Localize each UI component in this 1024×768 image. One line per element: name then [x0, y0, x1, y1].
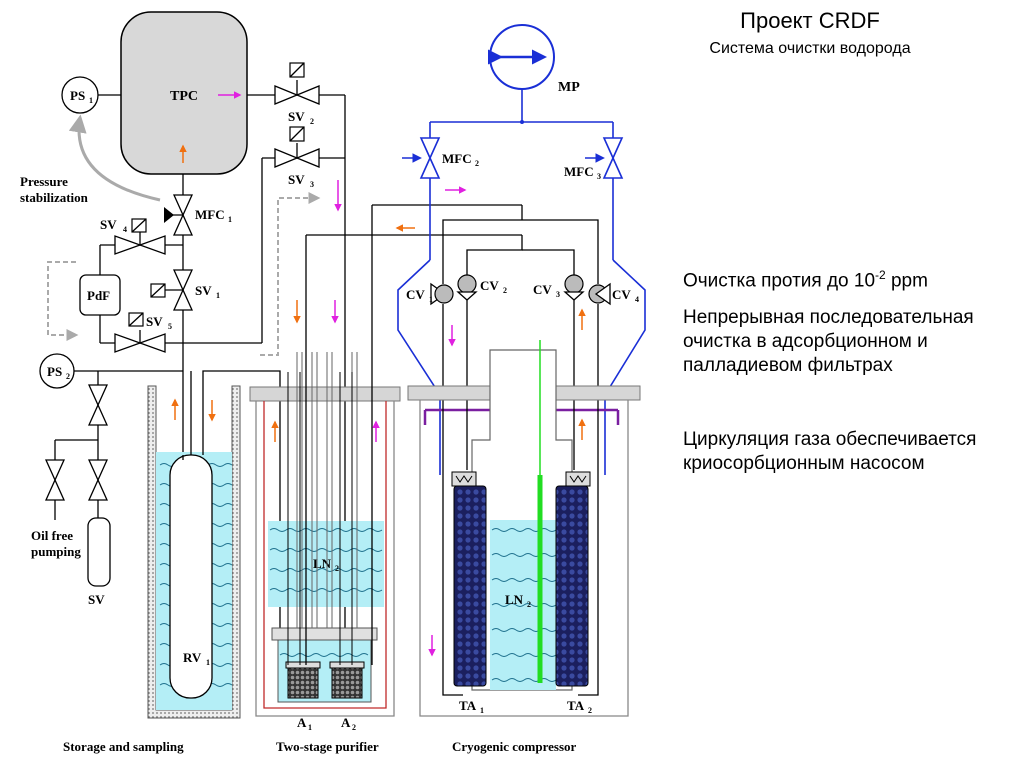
a2-label: A [341, 715, 351, 730]
slide-title: Проект CRDF [740, 8, 880, 33]
ps2-sub: 2 [66, 372, 70, 381]
sv-label: SV [88, 592, 105, 607]
tpc-vessel [120, 11, 248, 175]
ta1-label: TA [459, 698, 477, 713]
mfc2-valve [419, 137, 441, 179]
cv3-sub: 3 [556, 290, 560, 299]
a1-sub: 1 [308, 723, 312, 732]
sv4-label: SV [100, 217, 117, 232]
bullet1-unit: ppm [885, 270, 928, 292]
mfc3-label: MFC [564, 164, 594, 179]
ps1-label: PS [70, 88, 85, 103]
palladium-filter [79, 274, 121, 316]
bullet-continuous-purification: Непрерывная последовательная очистка в а… [683, 307, 974, 376]
mp-label: MP [558, 80, 580, 95]
mfc2-sub: 2 [475, 159, 479, 168]
cv2-label: CV [480, 278, 499, 293]
cryo-ln2-bath [490, 520, 556, 690]
sv3-sub: 3 [310, 180, 314, 189]
tpc-label: TPC [170, 89, 198, 104]
caption-cryo: Cryogenic compressor [452, 739, 577, 754]
cv1-label: CV [406, 287, 425, 302]
bullet1-text: Очистка протия до 10 [683, 270, 876, 292]
sv4-sub: 4 [123, 225, 127, 234]
sv2-valve [295, 85, 320, 105]
mfc3-sub: 3 [597, 172, 601, 181]
caption-purifier: Two-stage purifier [276, 739, 379, 754]
ta2-label: TA [567, 698, 585, 713]
cryo-waves [491, 528, 557, 682]
pressure-stab-line2: stabilization [20, 190, 89, 205]
purifier-ln2-sub: 2 [335, 564, 339, 573]
purifier-ln2-label: LN [313, 556, 332, 571]
a2-sub: 2 [352, 723, 356, 732]
oil-free-line1: Oil free [31, 528, 73, 543]
mfc1-label: MFC [195, 207, 225, 222]
sv1-sub: 1 [216, 291, 220, 300]
purifier-ln2-bath [268, 521, 384, 607]
sv-cylinder-valve [87, 459, 109, 501]
mfc3-valve [602, 137, 624, 179]
sv3-valve [295, 148, 320, 168]
oil-free-pumping-valve [44, 459, 66, 501]
check-valve-cv2 [457, 274, 477, 294]
bullet-gas-circulation: Циркуляция газа обеспечивается криосорбц… [683, 429, 977, 474]
cv4-label: CV [612, 287, 631, 302]
sv2-label: SV [288, 109, 305, 124]
check-valve-cv1 [434, 284, 454, 304]
cryo-ln2-sub: 2 [527, 600, 531, 609]
mfc2-label: MFC [442, 151, 472, 166]
adsorber-a2 [331, 667, 363, 699]
caption-storage: Storage and sampling [63, 739, 184, 754]
ta1-sub: 1 [480, 706, 484, 715]
cryo-dewar-outer [419, 400, 629, 717]
bullet-purification-level: Очистка протия до 10-2 ppm [683, 263, 1013, 293]
oil-free-line2: pumping [31, 544, 81, 559]
purifier-dewar-outer [255, 401, 395, 717]
pressure-stab-line1: Pressure [20, 174, 68, 189]
sv4-valve [138, 235, 166, 255]
sv5-sub: 5 [168, 322, 172, 331]
sv5-label: SV [146, 314, 163, 329]
pdf-label: PdF [87, 288, 110, 303]
cryosorption-trap-ta2 [555, 485, 589, 687]
mfc1-sub: 1 [228, 215, 232, 224]
cv4-sub: 4 [635, 295, 639, 304]
bullet1-exponent: -2 [875, 268, 886, 282]
sv1-label: SV [195, 283, 212, 298]
cv2-sub: 2 [503, 286, 507, 295]
cv1-sub: 1 [429, 295, 433, 304]
cv3-label: CV [533, 282, 552, 297]
check-valve-cv3 [564, 274, 584, 294]
ps2-label: PS [47, 364, 62, 379]
ta2-sub: 2 [588, 706, 592, 715]
sv5-valve [138, 333, 166, 353]
ps1-sub: 1 [89, 96, 93, 105]
rv1-sub: 1 [206, 658, 210, 667]
slide-subtitle: Система очистки водорода [709, 40, 911, 57]
pressure-stabilization-arrow [68, 114, 161, 202]
purifier-flange [249, 386, 401, 402]
rv1-label: RV [183, 650, 202, 665]
a1-label: A [297, 715, 307, 730]
sampling-cylinder [87, 517, 111, 587]
adsorber-a1 [287, 667, 319, 699]
cryo-ln2-label: LN [505, 592, 524, 607]
sv3-label: SV [288, 172, 305, 187]
cryosorption-trap-ta1 [453, 485, 487, 687]
sv2-sub: 2 [310, 117, 314, 126]
